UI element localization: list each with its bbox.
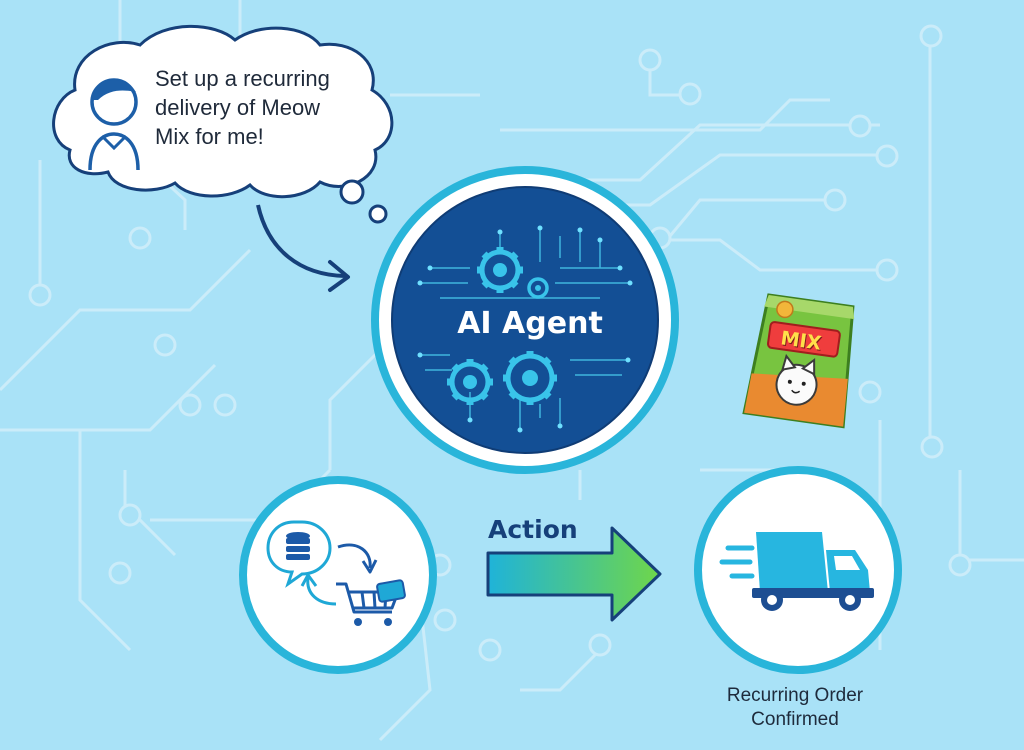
confirmation-line-2: Confirmed	[700, 708, 890, 732]
confirmation-line-1: Recurring Order	[700, 684, 890, 708]
confirmation-text: Recurring Order Confirmed	[700, 684, 890, 732]
